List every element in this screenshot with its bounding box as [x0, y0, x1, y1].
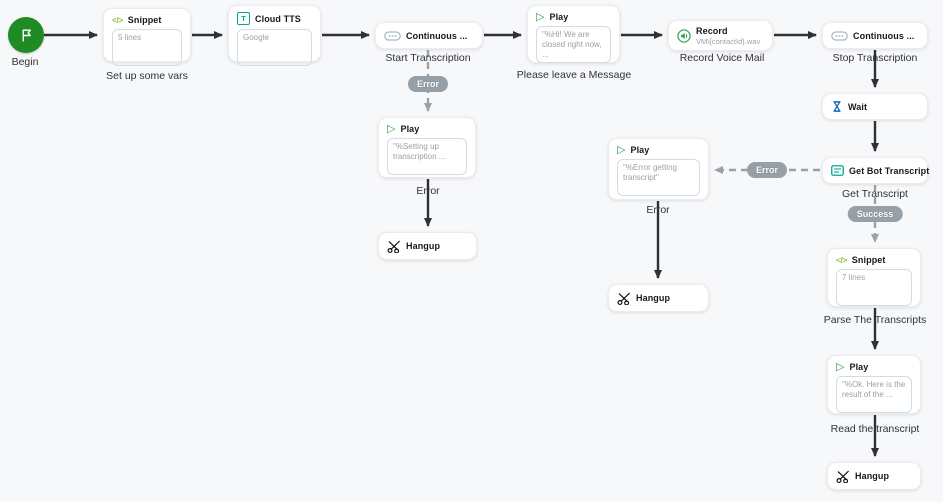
node-title: Continuous ... [853, 30, 915, 41]
scissors-icon [617, 292, 631, 305]
node-title: Play [630, 145, 650, 155]
node-title: Play [549, 12, 569, 22]
node-continuous-start[interactable]: Continuous ... [375, 22, 483, 49]
scissors-icon [387, 240, 401, 253]
code-icon: </> [112, 15, 123, 25]
node-continuous-stop[interactable]: Continuous ... [822, 22, 928, 49]
node-title: Cloud TTS [255, 13, 301, 24]
play-icon: ▷ [387, 123, 396, 135]
node-caption: Error [646, 204, 670, 216]
node-title: Play [849, 362, 869, 372]
node-title: Record [696, 25, 728, 36]
badge-success[interactable]: Success [847, 206, 903, 222]
play-icon: ▷ [617, 144, 626, 156]
node-body: "%Error getting transcript" [617, 159, 700, 196]
node-play-transcript-error[interactable]: ▷ Play "%Error getting transcript" [608, 138, 709, 200]
node-title: Hangup [636, 293, 671, 303]
node-caption: Get Transcript [842, 188, 908, 200]
node-title: Hangup [406, 241, 441, 251]
node-caption: Start Transcription [385, 52, 471, 64]
node-subtitle: VM\{contactId}.wav [696, 36, 761, 46]
text-to-speech-icon: T [237, 12, 250, 25]
node-title: Continuous ... [406, 30, 468, 41]
badge-error[interactable]: Error [407, 76, 449, 92]
node-play-transcription-error[interactable]: ▷ Play "%Setting up transcription ... [378, 117, 476, 178]
node-hangup-main[interactable]: Hangup [827, 462, 921, 490]
node-body: 5 lines [112, 29, 182, 66]
node-title: Hangup [855, 471, 890, 481]
speaker-icon [677, 28, 691, 43]
node-title: Get Bot Transcript [849, 165, 930, 176]
node-hangup-transcription-error[interactable]: Hangup [378, 232, 477, 260]
node-get-bot-transcript[interactable]: Get Bot Transcript [822, 157, 930, 184]
node-caption: Parse The Transcripts [823, 314, 927, 326]
flag-icon [19, 28, 34, 43]
node-title: Snippet [851, 255, 886, 265]
node-caption: Stop Transcription [832, 52, 918, 64]
node-body: Google [237, 29, 312, 66]
node-title: Play [400, 124, 420, 134]
node-snippet-setup-vars[interactable]: </> Snippet 5 lines [103, 8, 191, 66]
begin-node[interactable] [8, 17, 44, 53]
node-record[interactable]: Record VM\{contactId}.wav [668, 20, 773, 51]
node-play-result[interactable]: ▷ Play "%Ok. Here is the result of the .… [827, 355, 921, 414]
node-cloud-tts[interactable]: T Cloud TTS Google [228, 5, 321, 66]
node-wait[interactable]: Wait [822, 93, 928, 120]
hourglass-icon [831, 100, 843, 113]
node-body: 7 lines [836, 269, 912, 306]
node-caption: Please leave a Message [516, 69, 632, 81]
pill-icon [384, 30, 401, 41]
play-icon: ▷ [836, 361, 845, 373]
node-body: "%Setting up transcription ... [387, 138, 467, 175]
node-title: Wait [848, 101, 868, 112]
transcript-icon [831, 165, 844, 176]
node-play-greeting[interactable]: ▷ Play "%Hi! We are closed right now, ..… [527, 5, 620, 63]
node-caption: Set up some vars [106, 70, 188, 82]
node-snippet-parse[interactable]: </> Snippet 7 lines [827, 248, 921, 307]
begin-label: Begin [11, 56, 39, 68]
node-body: "%Hi! We are closed right now, ... [536, 26, 611, 63]
node-caption: Error [416, 185, 440, 197]
pill-icon [831, 30, 848, 41]
badge-error[interactable]: Error [746, 162, 788, 178]
code-icon: </> [836, 255, 847, 265]
scissors-icon [836, 470, 850, 483]
node-caption: Read the transcript [830, 423, 920, 435]
node-caption: Record Voice Mail [679, 52, 765, 64]
node-body: "%Ok. Here is the result of the ... [836, 376, 912, 413]
node-title: Snippet [127, 15, 162, 25]
node-hangup-transcript-error[interactable]: Hangup [608, 284, 709, 312]
play-icon: ▷ [536, 11, 545, 23]
